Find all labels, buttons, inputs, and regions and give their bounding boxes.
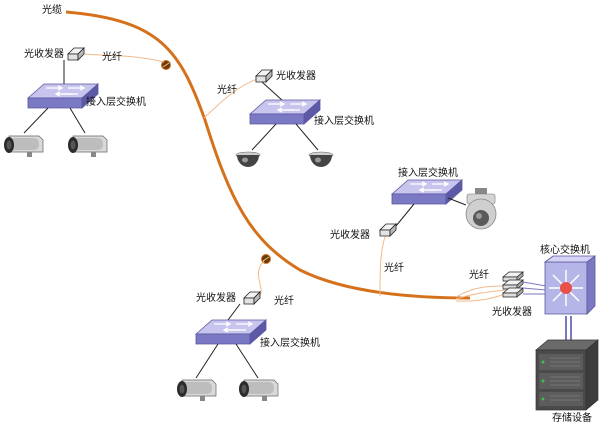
switch-icon <box>391 179 463 205</box>
fiber-label: 光纤 <box>469 268 489 281</box>
fiber-label: 光纤 <box>384 261 404 274</box>
access-switch-label: 接入层交换机 <box>260 336 320 349</box>
transceiver-label: 光收发器 <box>276 69 316 82</box>
transceiver-icon <box>67 47 85 61</box>
transceiver-stack-icon <box>502 271 524 298</box>
fiber-label: 光纤 <box>102 50 122 63</box>
bullet-camera-icon <box>238 379 279 402</box>
cable-splice-icon <box>161 60 171 70</box>
transceiver-label: 光收发器 <box>24 47 64 60</box>
fiber-label: 光纤 <box>274 294 294 307</box>
transceiver-label: 光收发器 <box>330 228 370 241</box>
access-switch-label: 接入层交换机 <box>314 114 374 127</box>
ptz-camera-icon <box>465 188 497 230</box>
bullet-camera-icon <box>67 135 108 158</box>
bullet-camera-icon <box>3 135 44 158</box>
transceiver-icon <box>379 223 397 237</box>
transceiver-label: 光收发器 <box>196 291 236 304</box>
fiber-label: 光纤 <box>217 83 237 96</box>
switch-icon <box>195 319 267 345</box>
dome-camera-icon <box>235 151 261 168</box>
access-switch-label: 接入层交换机 <box>86 95 146 108</box>
cable-label: 光缆 <box>42 3 62 16</box>
core-switch-label: 核心交换机 <box>540 243 590 256</box>
fiber-cable-trunk <box>65 10 471 300</box>
fiber-branch-3 <box>379 233 387 297</box>
transceiver-icon <box>243 291 261 305</box>
switch-icon <box>249 99 321 125</box>
storage-label: 存储设备 <box>552 411 592 424</box>
fiber-branch-1 <box>83 53 165 63</box>
access-switch-label: 接入层交换机 <box>398 166 458 179</box>
dome-camera-icon <box>308 151 334 168</box>
server-rack-icon <box>535 339 599 411</box>
bullet-camera-icon <box>176 379 217 402</box>
core-switch-icon <box>543 255 597 315</box>
transceiver-label: 光收发器 <box>492 305 532 318</box>
transceiver-icon <box>255 69 273 83</box>
